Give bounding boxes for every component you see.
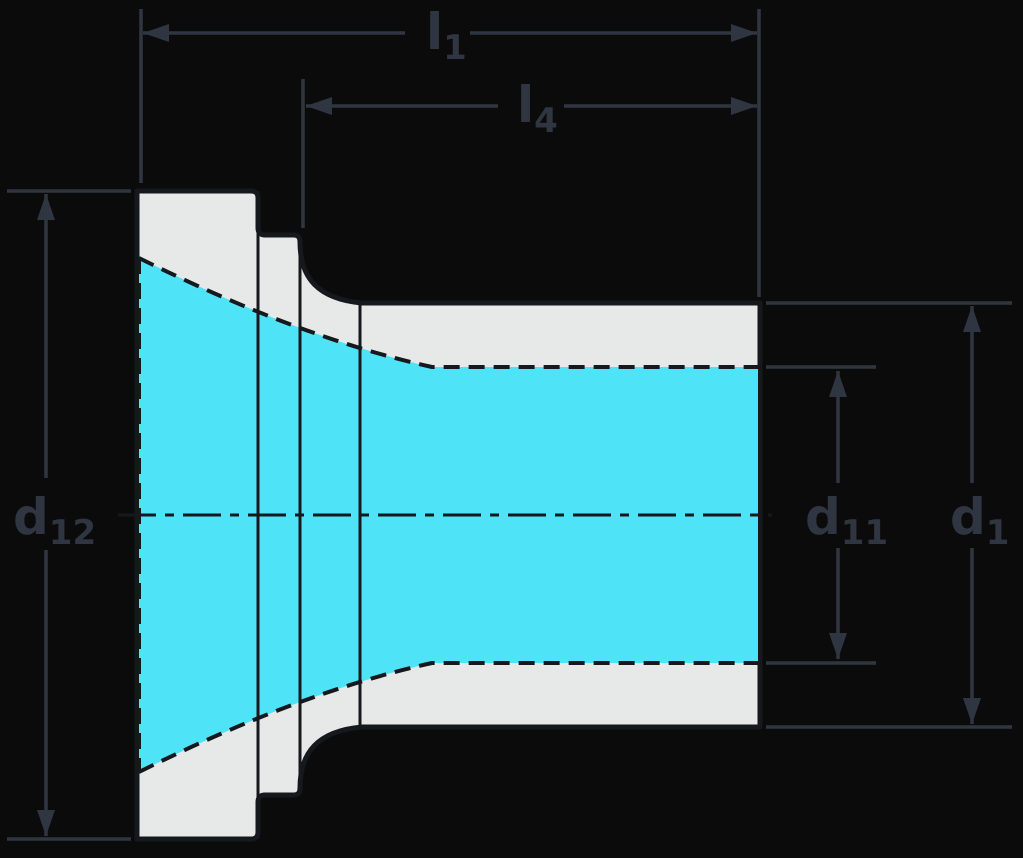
d11-arrow-bottom xyxy=(829,633,847,659)
dimension-d1: d1 xyxy=(766,301,1012,729)
dimension-l1: l1 xyxy=(139,3,761,297)
l4-label: l4 xyxy=(517,76,558,141)
d1-arrow-bottom xyxy=(963,698,981,724)
l4-arrow-left xyxy=(306,97,332,115)
d11-arrow-top xyxy=(829,371,847,397)
d1-arrow-top xyxy=(963,306,981,332)
dimension-l4: l4 xyxy=(301,76,757,228)
l1-arrow-left xyxy=(143,24,169,42)
l1-label: l1 xyxy=(426,3,467,68)
d12-arrow-top xyxy=(37,194,55,220)
d1-label: d1 xyxy=(950,488,1009,553)
d11-label: d11 xyxy=(805,488,888,553)
l1-arrow-right xyxy=(731,24,757,42)
l4-arrow-right xyxy=(731,97,757,115)
dimension-d11: d11 xyxy=(766,365,888,665)
d12-arrow-bottom xyxy=(37,810,55,836)
d12-label: d12 xyxy=(13,488,96,553)
dimension-d12: d12 xyxy=(7,189,131,841)
part-body xyxy=(118,188,772,842)
